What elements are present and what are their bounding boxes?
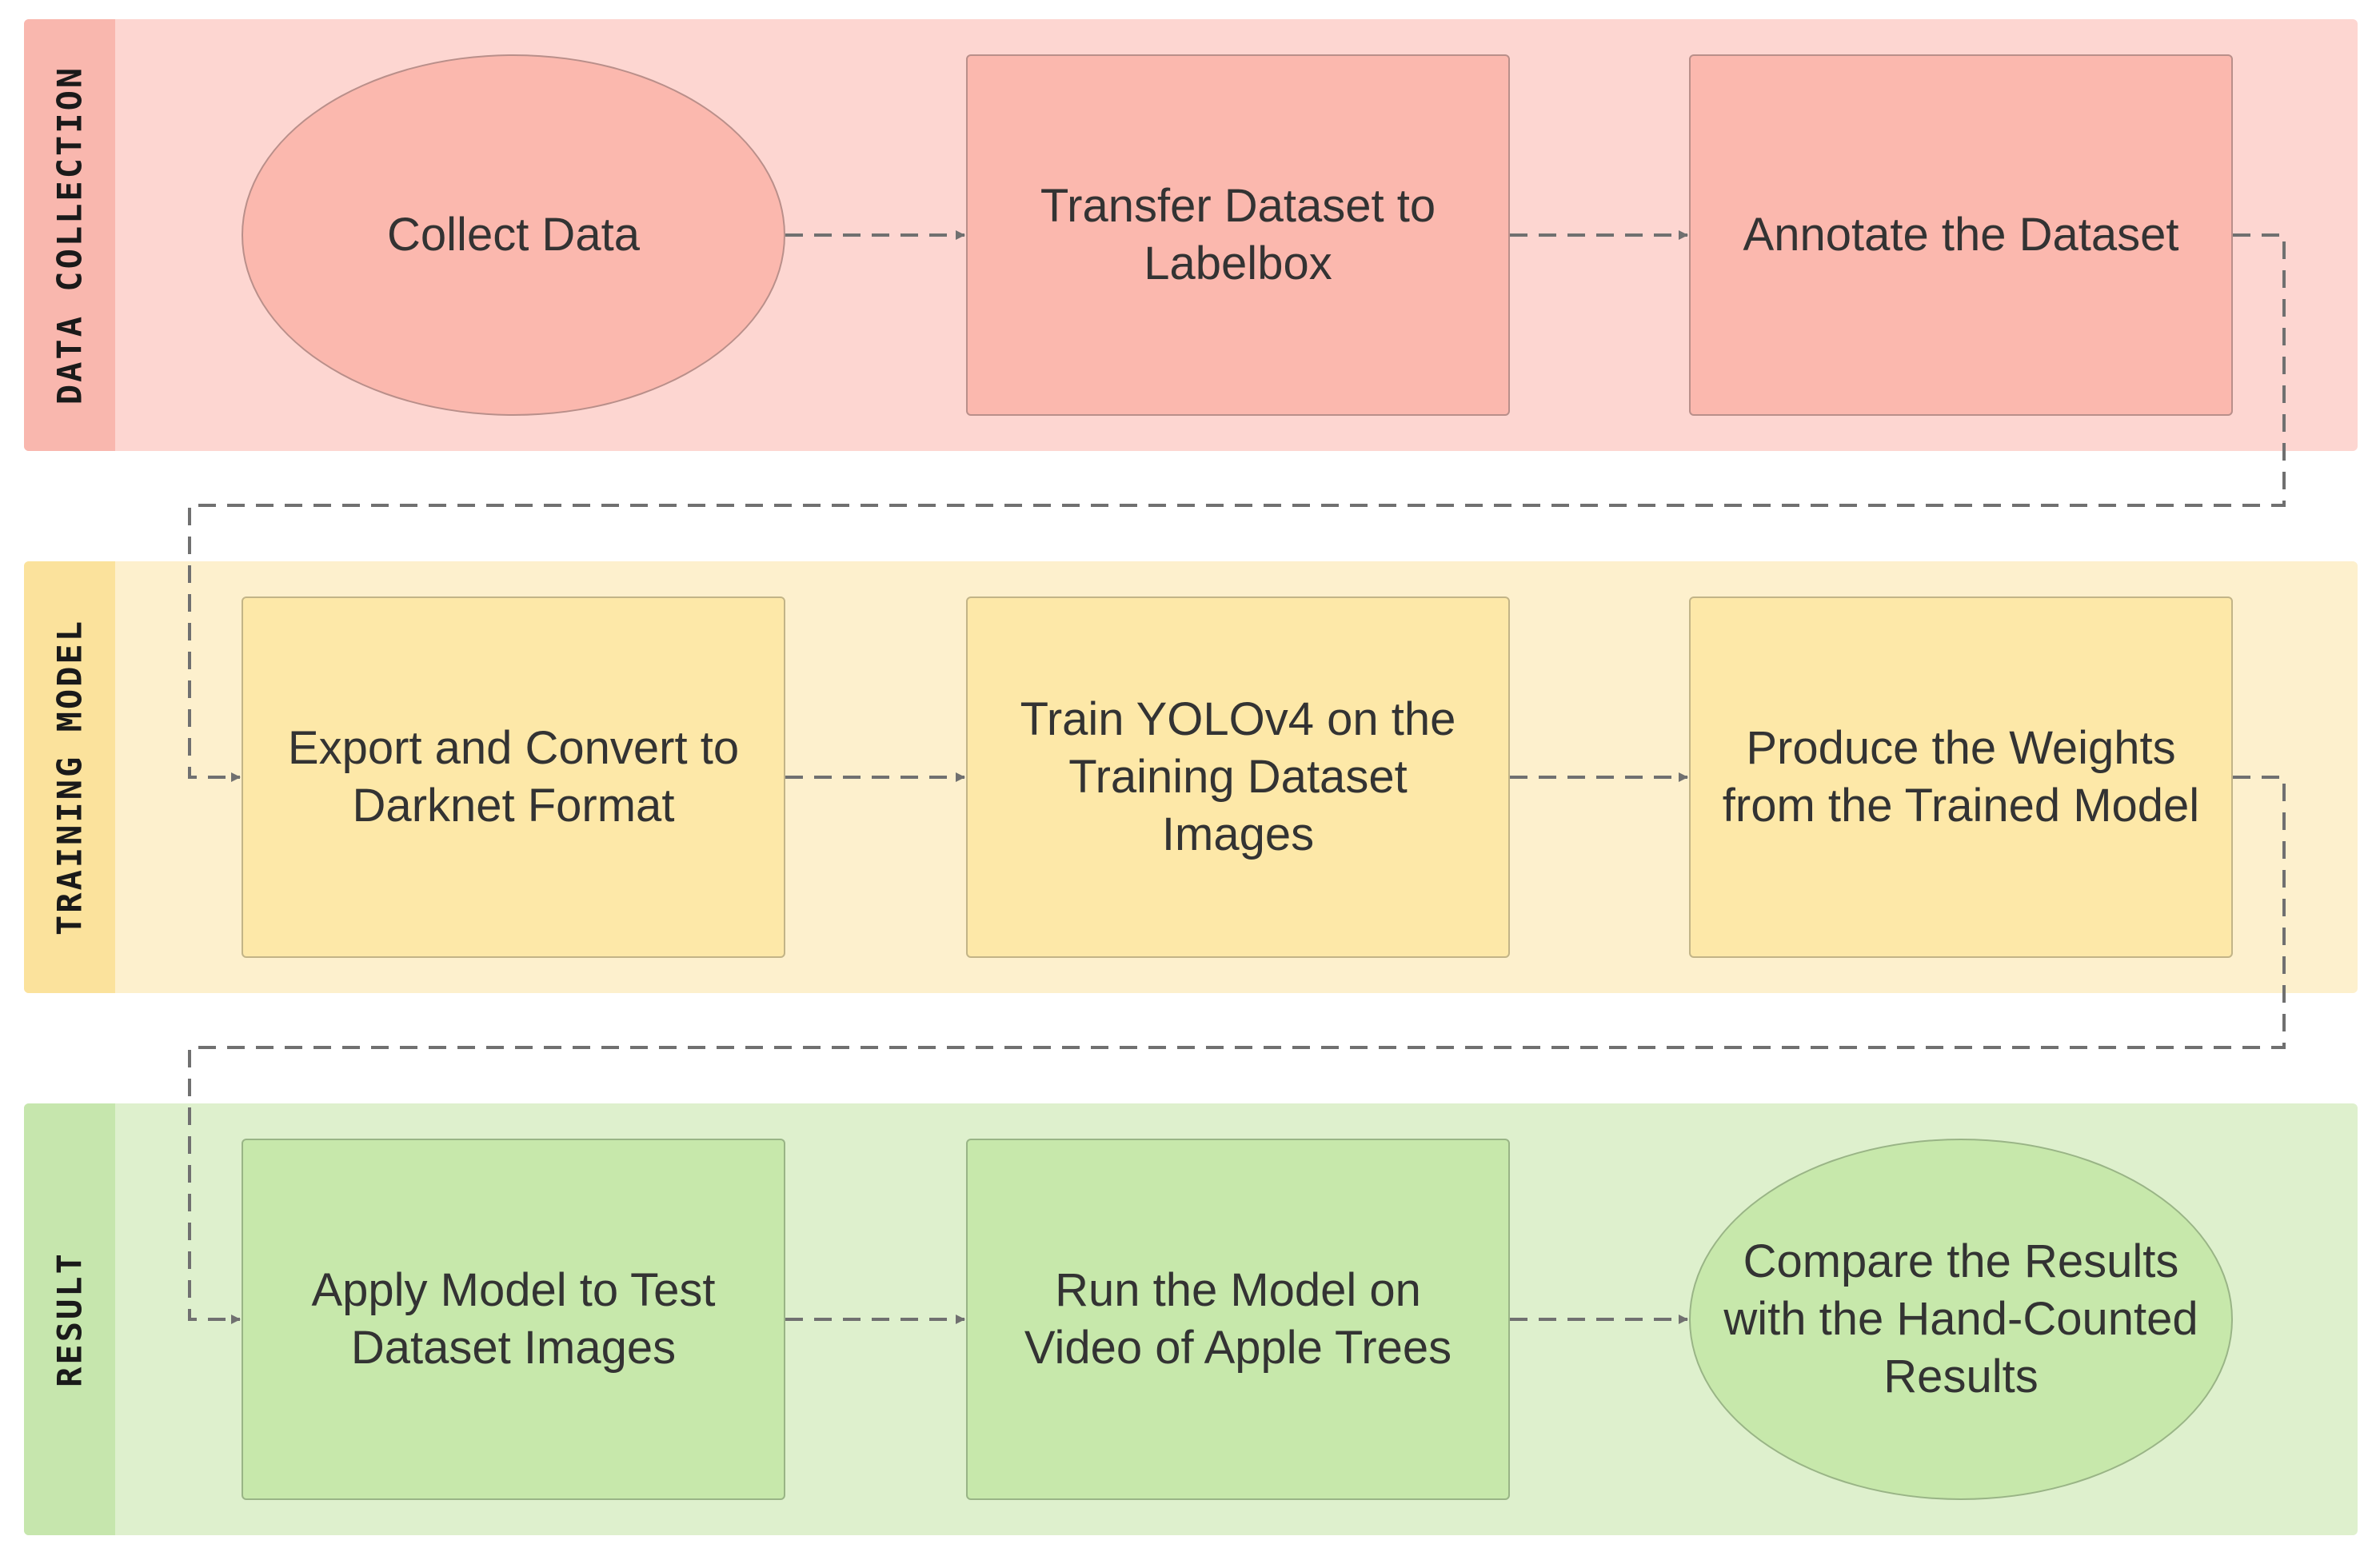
lane-tab-data-collection: DATA COLLECTION — [24, 19, 115, 451]
node-collect-data-text: Collect Data — [387, 209, 640, 261]
node-transfer-dataset: Transfer Dataset to Labelbox — [966, 54, 1510, 416]
node-collect-data: Collect Data — [242, 54, 785, 416]
node-export-convert: Export and Convert to Darknet Format — [242, 596, 785, 958]
lane-label-data-collection: DATA COLLECTION — [50, 65, 90, 405]
lane-label-training-model: TRAINING MODEL — [50, 618, 90, 936]
node-compare-results: Compare the Results with the Hand-Counte… — [1689, 1139, 2233, 1500]
lane-label-result: RESULT — [50, 1251, 90, 1387]
node-transfer-dataset-text: Transfer Dataset to Labelbox — [1040, 180, 1436, 289]
lane-tab-training-model: TRAINING MODEL — [24, 561, 115, 993]
node-apply-model-text: Apply Model to Test Dataset Images — [311, 1264, 716, 1374]
node-compare-results-text: Compare the Results with the Hand-Counte… — [1723, 1235, 2198, 1402]
node-annotate-dataset: Annotate the Dataset — [1689, 54, 2233, 416]
node-run-model-text: Run the Model on Video of Apple Trees — [1024, 1264, 1452, 1374]
node-produce-weights-text: Produce the Weights from the Trained Mod… — [1722, 722, 2200, 832]
node-run-model: Run the Model on Video of Apple Trees — [966, 1139, 1510, 1500]
node-apply-model: Apply Model to Test Dataset Images — [242, 1139, 785, 1500]
node-annotate-dataset-text: Annotate the Dataset — [1743, 209, 2179, 261]
node-produce-weights: Produce the Weights from the Trained Mod… — [1689, 596, 2233, 958]
node-export-convert-text: Export and Convert to Darknet Format — [287, 722, 740, 832]
node-train-yolo: Train YOLOv4 on the Training Dataset Ima… — [966, 596, 1510, 958]
lane-tab-result: RESULT — [24, 1103, 115, 1535]
node-train-yolo-text: Train YOLOv4 on the Training Dataset Ima… — [1020, 693, 1456, 860]
